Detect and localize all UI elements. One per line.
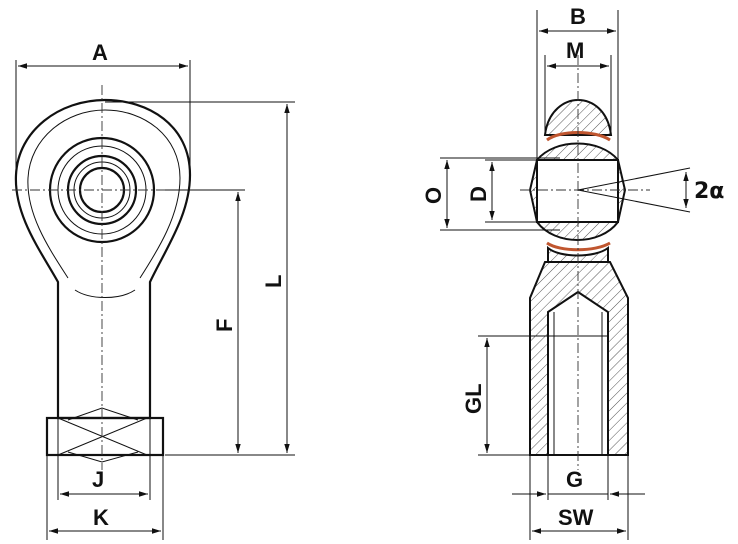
dim-k-label: K [93, 505, 109, 530]
dim-a-label: A [92, 40, 108, 65]
dim-m-label: M [566, 38, 584, 63]
hex-cross [57, 407, 148, 463]
dim-o-label: O [421, 187, 446, 204]
dim-j-label: J [92, 467, 104, 492]
threaded-bore [547, 290, 609, 456]
dim-sw-label: SW [558, 505, 594, 530]
seal-bottom [546, 241, 611, 252]
neck-arc [74, 289, 136, 298]
dim-b-label: B [570, 4, 586, 29]
dim-alpha-label: 2α [694, 179, 724, 204]
front-view: A F L J K [12, 40, 295, 540]
dim-g-label: G [566, 467, 583, 492]
dim-f-label: F [212, 319, 237, 332]
wrench-flats [45, 416, 165, 457]
housing-lower [547, 245, 609, 263]
dim-d-label: D [466, 186, 491, 202]
ball-bore [536, 159, 619, 223]
dim-gl-label: GL [461, 383, 486, 414]
side-view: 2α B M O D GL G [421, 4, 724, 540]
rod-end-outline [14, 98, 192, 420]
dim-l-label: L [261, 275, 286, 288]
head-inner-contour [27, 109, 181, 279]
